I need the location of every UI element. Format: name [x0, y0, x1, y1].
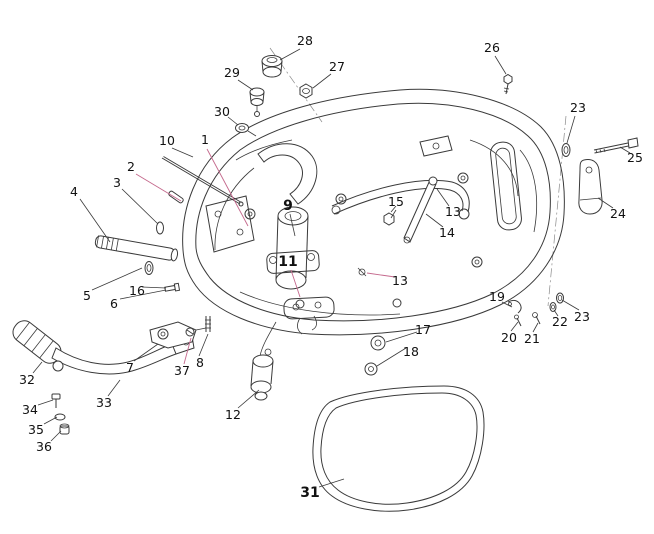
grip-hardware	[51, 393, 70, 435]
shift-lever-bracket	[149, 316, 211, 349]
tiller-handle	[12, 320, 195, 435]
part-callout-13: 13	[445, 203, 461, 219]
gasket-seal	[312, 385, 485, 512]
part-callout-24: 24	[610, 205, 626, 221]
part-callout-28: 28	[297, 32, 313, 48]
part-callout-23: 23	[574, 308, 590, 324]
centerlines	[269, 47, 567, 307]
part-callout-10: 10	[159, 132, 175, 148]
part-callout-36: 36	[36, 438, 52, 454]
cable-connector	[250, 321, 277, 401]
part-callout-26: 26	[484, 39, 500, 55]
part-callout-18: 18	[403, 343, 419, 359]
exhaust-slot	[490, 141, 522, 231]
leader-lines	[32, 48, 631, 488]
part-callout-30: 30	[214, 103, 230, 119]
right-fasteners	[507, 137, 639, 327]
part-callout-12: 12	[225, 406, 241, 422]
part-callout-7: 7	[126, 359, 134, 375]
part-callout-11: 11	[278, 254, 298, 270]
steering-link	[331, 179, 470, 277]
part-callout-29: 29	[224, 64, 240, 80]
part-callout-4: 4	[70, 183, 78, 199]
bolt-bosses	[244, 172, 483, 309]
part-callout-35: 35	[28, 421, 44, 437]
part-callout-34: 34	[22, 401, 38, 417]
part-callout-14: 14	[439, 224, 455, 240]
part-callout-16: 16	[129, 282, 145, 298]
part-callout-1: 1	[201, 131, 209, 147]
bottom-cowling	[182, 88, 565, 336]
part-callout-17: 17	[415, 321, 431, 337]
handle-arm	[51, 343, 177, 375]
part-callout-13: 13	[392, 272, 408, 288]
part-callout-6: 6	[110, 295, 118, 311]
steering-bracket	[257, 143, 335, 335]
part-callout-25: 25	[627, 149, 643, 165]
linkage-rod	[383, 176, 438, 244]
part-callout-15: 15	[388, 193, 404, 209]
part-callout-23: 23	[570, 99, 586, 115]
part-callout-31: 31	[300, 485, 320, 501]
part-callout-22: 22	[552, 313, 568, 329]
part-callout-8: 8	[196, 354, 204, 370]
part-callout-32: 32	[19, 371, 35, 387]
part-callout-9: 9	[283, 198, 293, 214]
part-callout-5: 5	[83, 287, 91, 303]
top-fasteners	[235, 55, 513, 137]
part-callout-2: 2	[127, 158, 135, 174]
part-callout-33: 33	[96, 394, 112, 410]
part-callout-21: 21	[524, 330, 540, 346]
part-callout-19: 19	[489, 288, 505, 304]
part-callout-3: 3	[113, 174, 121, 190]
grommets	[364, 335, 386, 376]
part-callout-37: 37	[174, 362, 190, 378]
part-callout-20: 20	[501, 329, 517, 345]
part-callout-27: 27	[329, 58, 345, 74]
